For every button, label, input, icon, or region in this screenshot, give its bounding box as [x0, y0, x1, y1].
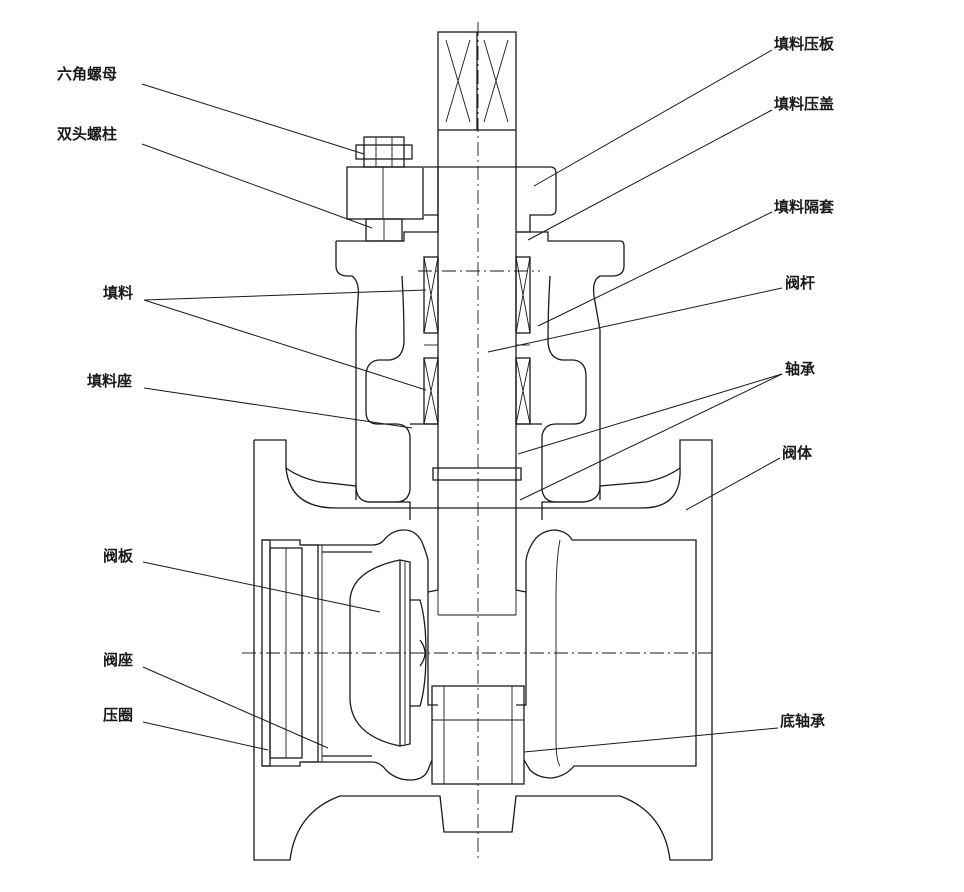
- label-packing-seat: 填料座: [87, 372, 132, 390]
- labels-left: 六角螺母 双头螺柱 填料 填料座 阀板 阀座 压圈: [57, 65, 427, 751]
- leader-stud-bolt: [141, 143, 373, 229]
- label-valve-body: 阀体: [782, 444, 813, 462]
- valve-body: [253, 439, 713, 861]
- label-valve-plate: 阀板: [103, 547, 134, 565]
- leader-valve-seat: [142, 666, 329, 749]
- label-valve-stem: 阀杆: [785, 274, 815, 292]
- label-bottom-bearing: 底轴承: [780, 712, 825, 730]
- leader-bottom-bearing: [523, 727, 779, 753]
- seat-and-ring: [261, 539, 372, 767]
- leader-bearing-upper: [517, 373, 783, 455]
- leader-valve-body: [685, 457, 781, 511]
- label-bearing: 轴承: [785, 360, 815, 378]
- valve-plate: [349, 559, 427, 747]
- label-packing-gland-plate: 填料压板: [774, 35, 835, 53]
- leader-valve-plate: [142, 561, 381, 613]
- label-packing-gland: 填料压盖: [774, 95, 834, 113]
- leader-packing-gland-plate: [533, 49, 773, 187]
- packing-rings: [423, 256, 531, 425]
- label-valve-seat: 阀座: [103, 651, 133, 669]
- labels-right: 填料压板 填料压盖 填料隔套 阀杆 轴承 阀体 底轴承: [487, 35, 835, 753]
- bonnet: [335, 231, 625, 503]
- center-lines: [242, 22, 716, 860]
- leader-packing-spacer: [537, 211, 773, 327]
- label-packing-spacer: 填料隔套: [774, 198, 835, 216]
- leader-packing-upper: [143, 289, 427, 301]
- label-packing: 填料: [103, 284, 133, 302]
- leader-packing-gland: [527, 109, 773, 241]
- label-stud-bolt: 双头螺柱: [57, 125, 117, 143]
- valve-stem: [427, 31, 527, 785]
- leader-valve-stem: [487, 287, 783, 353]
- leader-packing-seat: [143, 387, 413, 429]
- packing-gland-plate: [424, 166, 557, 233]
- label-hex-nut: 六角螺母: [57, 65, 117, 83]
- leader-bearing-lower: [519, 373, 783, 501]
- leader-packing-lower: [143, 299, 427, 391]
- leader-press-ring: [142, 721, 269, 751]
- leader-hex-nut: [141, 83, 365, 155]
- label-press-ring: 压圈: [103, 706, 133, 724]
